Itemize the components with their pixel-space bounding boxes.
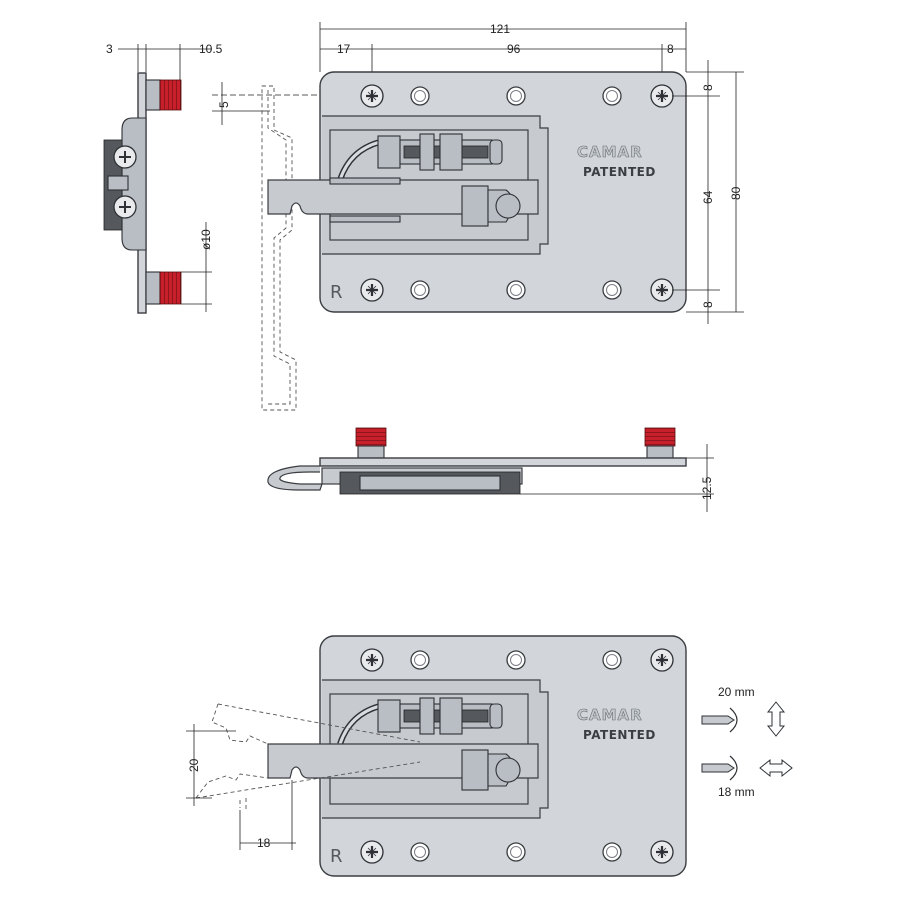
adjust-vertical-label: 20 mm xyxy=(718,685,755,699)
adjust-horizontal-label: 18 mm xyxy=(718,785,755,799)
dim-vertical-adjust: 20 xyxy=(187,758,201,772)
double-arrow-vertical-icon xyxy=(766,701,786,737)
dim-bottom-margin: 8 xyxy=(701,301,715,308)
double-arrow-horizontal-icon xyxy=(759,758,793,778)
dim-horizontal-adjust: 18 xyxy=(257,836,271,850)
dim-side-right: 10.5 xyxy=(199,42,223,56)
dim-left-margin: 17 xyxy=(337,42,351,56)
side-view: 3 10.5 ø10 5 xyxy=(103,42,335,411)
dim-hole-vertical: 64 xyxy=(701,190,715,204)
dim-thread-offset: 5 xyxy=(217,101,231,108)
dim-overall-height: 80 xyxy=(729,186,743,200)
dim-top-margin: 8 xyxy=(701,84,715,91)
front-view: 121 17 96 8 CAMA xyxy=(267,22,744,324)
patented-label: PATENTED xyxy=(583,165,656,179)
brand-logo: CAMAR xyxy=(577,143,643,161)
r-mark-2: R xyxy=(330,846,343,867)
screwdriver-horizontal-icon xyxy=(701,755,738,781)
dim-right-margin: 8 xyxy=(667,42,674,56)
brand-logo-2: CAMAR xyxy=(577,706,643,724)
dim-overall-width: 121 xyxy=(490,22,510,36)
dim-hole-spacing: 96 xyxy=(507,42,521,56)
adjustment-view: CAMAR PATENTED R 20 18 20 mm 18 mm xyxy=(186,635,793,877)
edge-view: 12.5 xyxy=(267,427,714,512)
screwdriver-vertical-icon xyxy=(701,707,738,733)
dim-stud-dia: ø10 xyxy=(199,229,213,250)
r-mark: R xyxy=(330,282,343,303)
dim-side-left: 3 xyxy=(106,42,113,56)
dim-thickness: 12.5 xyxy=(700,476,714,500)
patented-label-2: PATENTED xyxy=(583,728,656,742)
